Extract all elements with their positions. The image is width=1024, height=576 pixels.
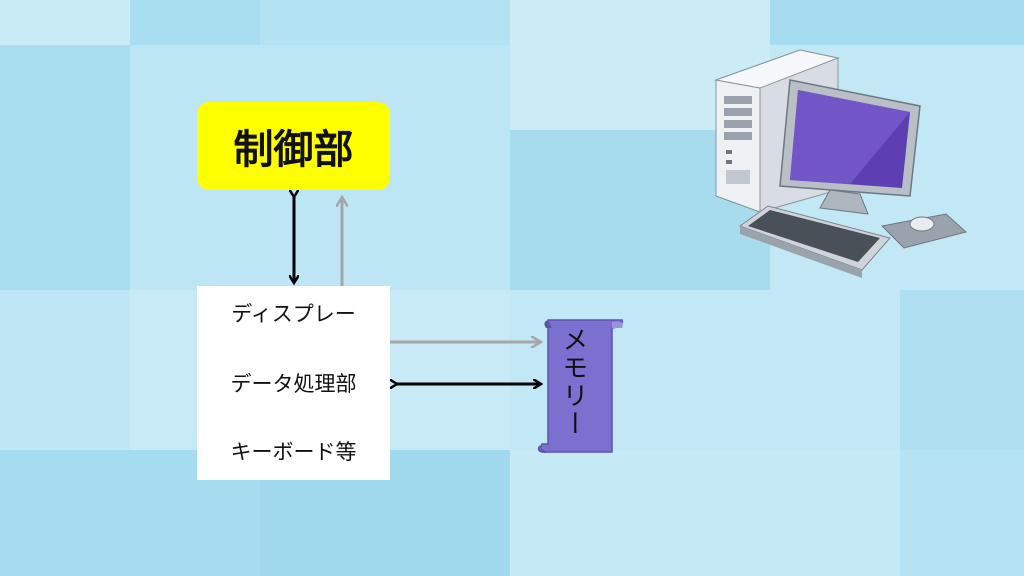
background-tile [0,0,130,45]
background-tile [130,0,260,45]
io-item-display: ディスプレー [231,302,356,326]
io-unit-box: ディスプレー データ処理部 キーボード等 [197,286,390,480]
background-tile [0,45,130,290]
desktop-computer-icon [714,49,968,278]
background-tile [900,290,1024,450]
background-tile [0,290,130,450]
memory-label: メモリー [558,326,588,438]
background-tile [770,0,1024,45]
background-tile [260,0,510,45]
control-unit-label: 制御部 [233,127,354,173]
background-tile [510,450,900,576]
memory-scroll-icon [537,319,624,453]
io-item-keyboard: キーボード等 [230,440,357,464]
background-tile [900,450,1024,576]
control-unit-box: 制御部 [197,102,390,190]
io-item-data-processing: データ処理部 [230,372,357,396]
